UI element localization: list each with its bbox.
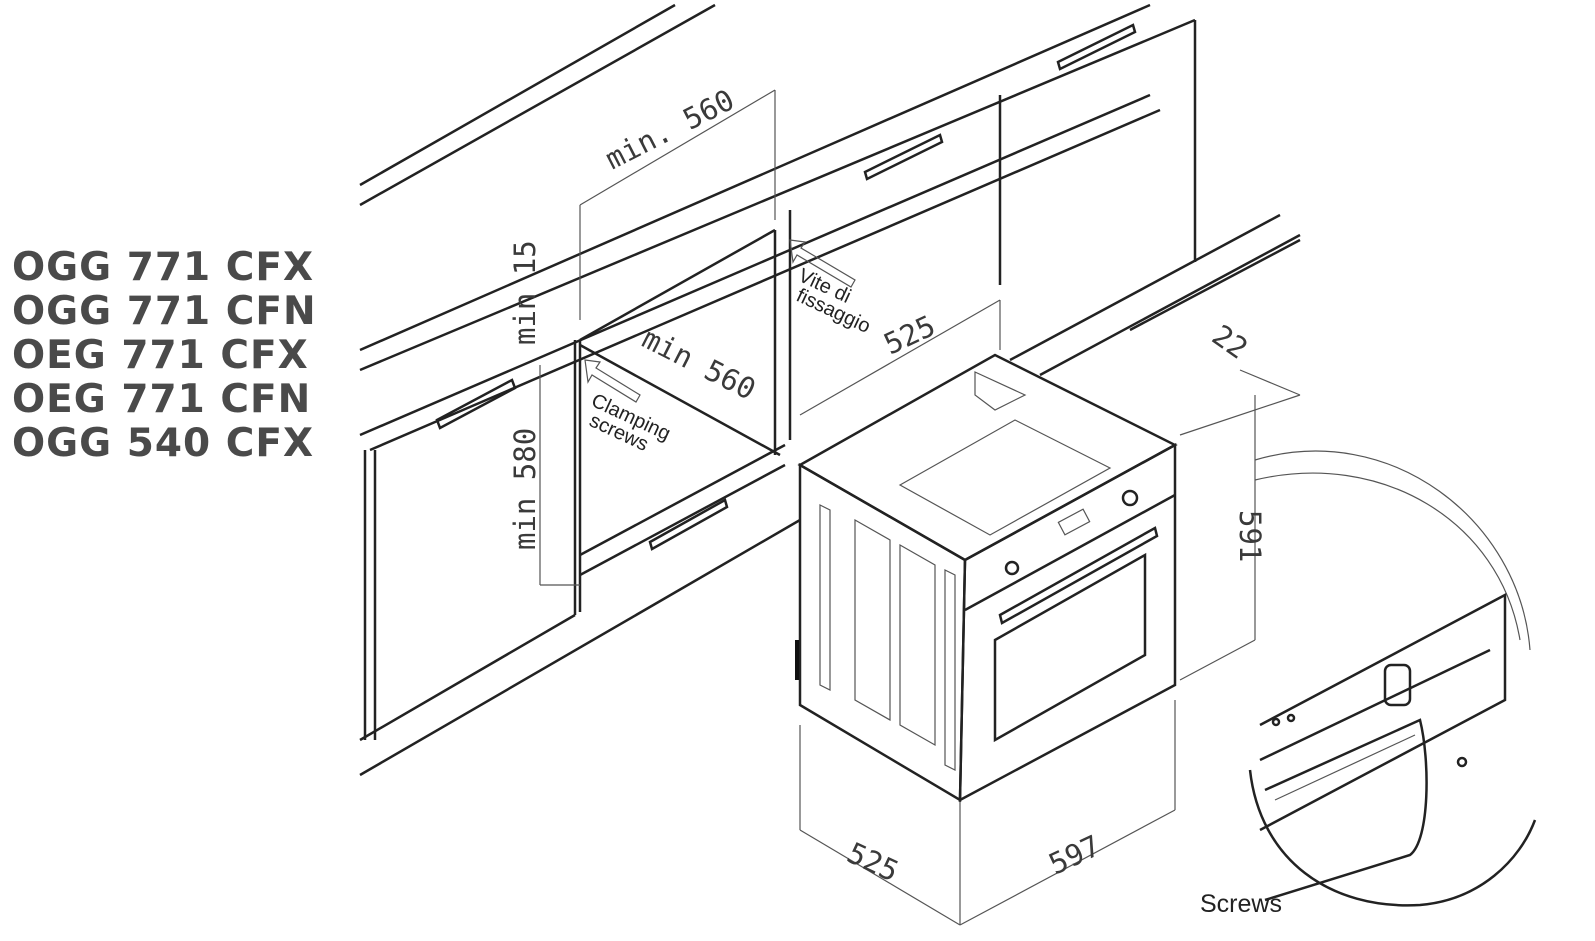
dim-oven-depth-top: 525 [879,308,941,361]
upper-cabinets [359,3,1197,440]
model-name: OGG 540 CFX [12,421,315,466]
dim-niche-height: min 580 [508,428,542,550]
dim-upper-min-width: min. 560 [600,83,740,177]
dim-oven-offset: 22 [1206,318,1254,366]
screws-label: Screws [1200,890,1282,918]
oven-body [795,353,1178,803]
model-name: OEG 771 CFX [12,333,309,378]
model-name: OGG 771 CFN [12,289,317,334]
dim-niche-width: min 560 [637,321,761,407]
detail-inset [1248,450,1537,907]
model-name: OEG 771 CFN [12,377,312,422]
dim-oven-width: 597 [1044,828,1106,881]
dimension-lines [539,89,1301,926]
dim-oven-depth-bottom: 525 [842,836,904,889]
model-name: OGG 771 CFX [12,245,315,290]
arrow-icon [584,239,856,403]
dim-min-gap: min 15 [508,240,542,345]
lower-cabinets [359,93,1301,777]
dim-oven-height: 591 [1233,510,1267,562]
model-list: OGG 771 CFX OGG 771 CFN OEG 771 CFX OEG … [12,246,317,466]
